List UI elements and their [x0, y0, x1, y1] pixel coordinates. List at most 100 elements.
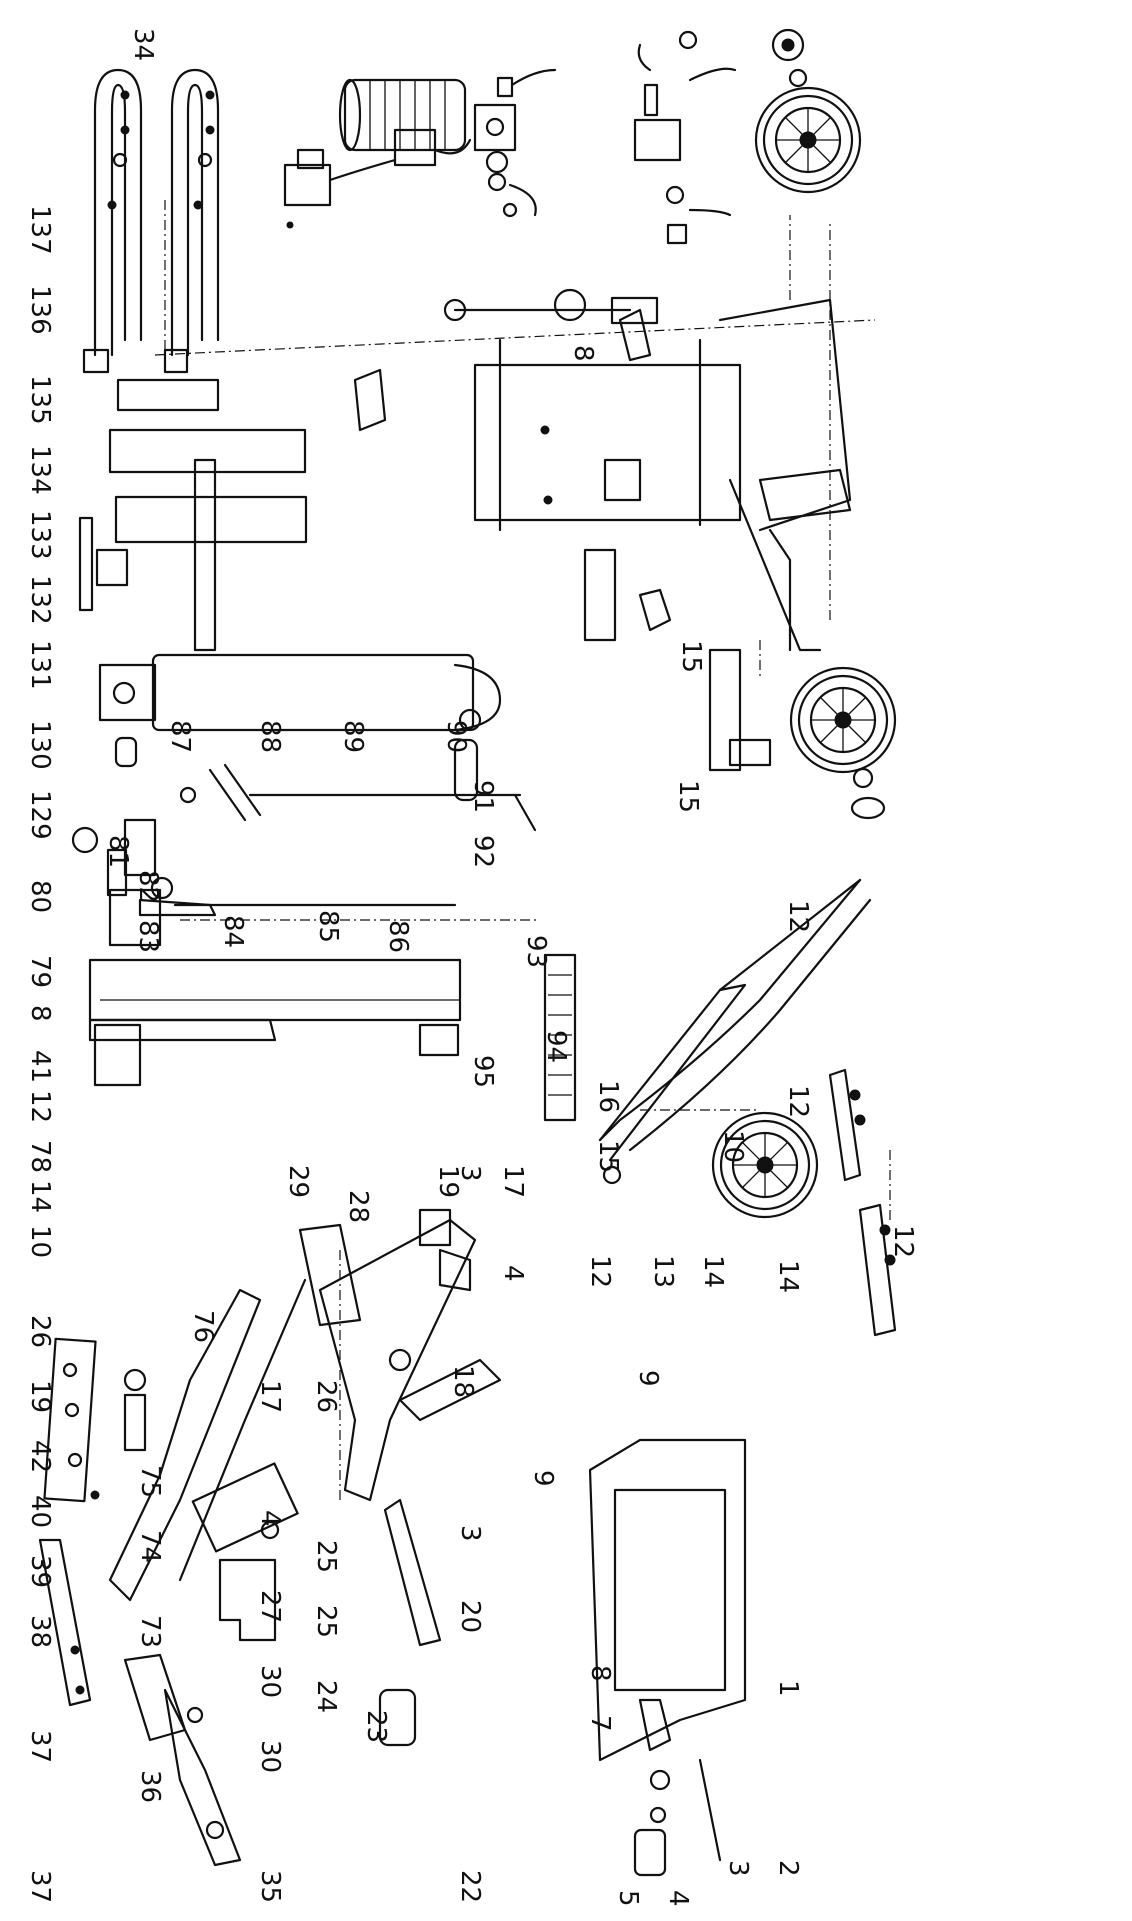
label-14-c: 14 [773, 1260, 803, 1293]
part-labels: 34 137 136 135 134 133 132 131 130 129 8… [25, 28, 918, 1907]
lower-bracket [708, 648, 772, 772]
label-9: 9 [633, 1370, 663, 1387]
label-4-c: 4 [663, 1890, 693, 1907]
switch-box [283, 148, 397, 229]
label-15-b: 15 [673, 780, 703, 813]
label-29: 30 [255, 1740, 285, 1773]
label-24: 25 [311, 1540, 341, 1573]
label-16: 16 [593, 1080, 623, 1113]
label-28: 30 [255, 1665, 285, 1698]
label-37-a: 41 [25, 1050, 55, 1083]
label-50: 85 [313, 910, 343, 943]
wheel-brackets [828, 1068, 897, 1337]
lever-plate [43, 1337, 100, 1503]
electric-motor [338, 78, 472, 167]
label-10-a: 10 [25, 1225, 55, 1258]
label-12-b: 12 [783, 900, 813, 933]
label-8-a: 8 [25, 1005, 55, 1022]
label-34: 38 [25, 1615, 55, 1648]
wedge-plates [78, 378, 308, 652]
label-37-b: 42 [25, 1440, 55, 1473]
label-30-b: 35 [255, 1870, 285, 1903]
label-31: 36 [135, 1770, 165, 1803]
label-32: 37 [25, 1870, 55, 1903]
label-23: 25 [311, 1605, 341, 1638]
label-3-a: 3 [455, 1165, 485, 1182]
label-38: 73 [135, 1615, 165, 1648]
label-64: 132 [25, 575, 55, 625]
label-3-b: 3 [455, 1525, 485, 1542]
lever-handle [38, 1538, 92, 1707]
label-54: 89 [338, 720, 368, 753]
label-47: 82 [133, 870, 163, 903]
pump-valve [473, 68, 557, 218]
label-41: 76 [188, 1310, 218, 1343]
label-6: 7 [585, 1715, 615, 1732]
label-55: 90 [441, 720, 471, 753]
label-19-c: 20 [455, 1600, 485, 1633]
base-plate [588, 1438, 747, 1877]
label-68: 136 [25, 285, 55, 335]
label-19-a: 19 [25, 1380, 55, 1413]
label-2: 2 [773, 1860, 803, 1877]
label-46: 81 [103, 835, 133, 868]
trolley-frame [598, 878, 872, 1185]
label-7: 8 [585, 1665, 615, 1682]
label-36: 40 [25, 1495, 55, 1528]
label-8-d: 9 [528, 1470, 558, 1487]
label-56: 91 [468, 780, 498, 813]
label-49: 84 [218, 915, 248, 948]
label-13: 14 [698, 1255, 728, 1288]
label-43: 78 [25, 1140, 55, 1173]
label-69: 137 [25, 205, 55, 255]
wheel-top [754, 28, 862, 194]
label-27: 29 [283, 1165, 313, 1198]
label-25-a: 26 [25, 1315, 55, 1348]
label-3-c: 3 [723, 1860, 753, 1877]
wheel-bottom [711, 1111, 819, 1219]
label-35: 39 [25, 1555, 55, 1588]
main-frame [353, 298, 852, 652]
label-45: 80 [25, 880, 55, 913]
label-15-a: 15 [676, 640, 706, 673]
label-4-a: 4 [255, 1510, 285, 1527]
label-63: 131 [25, 640, 55, 690]
label-57: 92 [468, 835, 498, 868]
label-53: 88 [255, 720, 285, 753]
chassis [298, 1208, 502, 1747]
label-21: 23 [361, 1710, 391, 1743]
label-19-b: 19 [433, 1165, 463, 1198]
label-22: 24 [311, 1680, 341, 1713]
handle-left [82, 68, 143, 374]
lever-frame [108, 1278, 307, 1602]
label-44: 79 [25, 955, 55, 988]
label-40: 75 [135, 1465, 165, 1498]
label-65: 133 [25, 510, 55, 560]
pump-shaft [443, 288, 659, 325]
label-17-a: 17 [255, 1380, 285, 1413]
foot-pedal [123, 1653, 242, 1867]
label-30: 34 [128, 28, 158, 61]
label-26-a: 27 [255, 1590, 285, 1623]
beam-assembly [71, 818, 462, 1087]
handle-right [163, 68, 220, 374]
label-14-a: 14 [25, 1180, 55, 1213]
label-20: 22 [455, 1870, 485, 1903]
label-25-b: 26 [311, 1380, 341, 1413]
label-4-b: 4 [498, 1265, 528, 1282]
label-48: 83 [133, 920, 163, 953]
label-60: 95 [468, 1055, 498, 1088]
label-67: 135 [25, 375, 55, 425]
label-18: 18 [448, 1365, 478, 1398]
label-52: 87 [165, 720, 195, 753]
label-62: 130 [25, 720, 55, 770]
label-51: 86 [383, 920, 413, 953]
label-66: 134 [25, 445, 55, 495]
label-39: 74 [135, 1530, 165, 1563]
label-58: 93 [521, 935, 551, 968]
label-12-a: 12 [25, 1090, 55, 1123]
wheel-lower [789, 666, 897, 820]
label-15-c: 15 [593, 1140, 623, 1173]
label-1: 1 [773, 1680, 803, 1697]
